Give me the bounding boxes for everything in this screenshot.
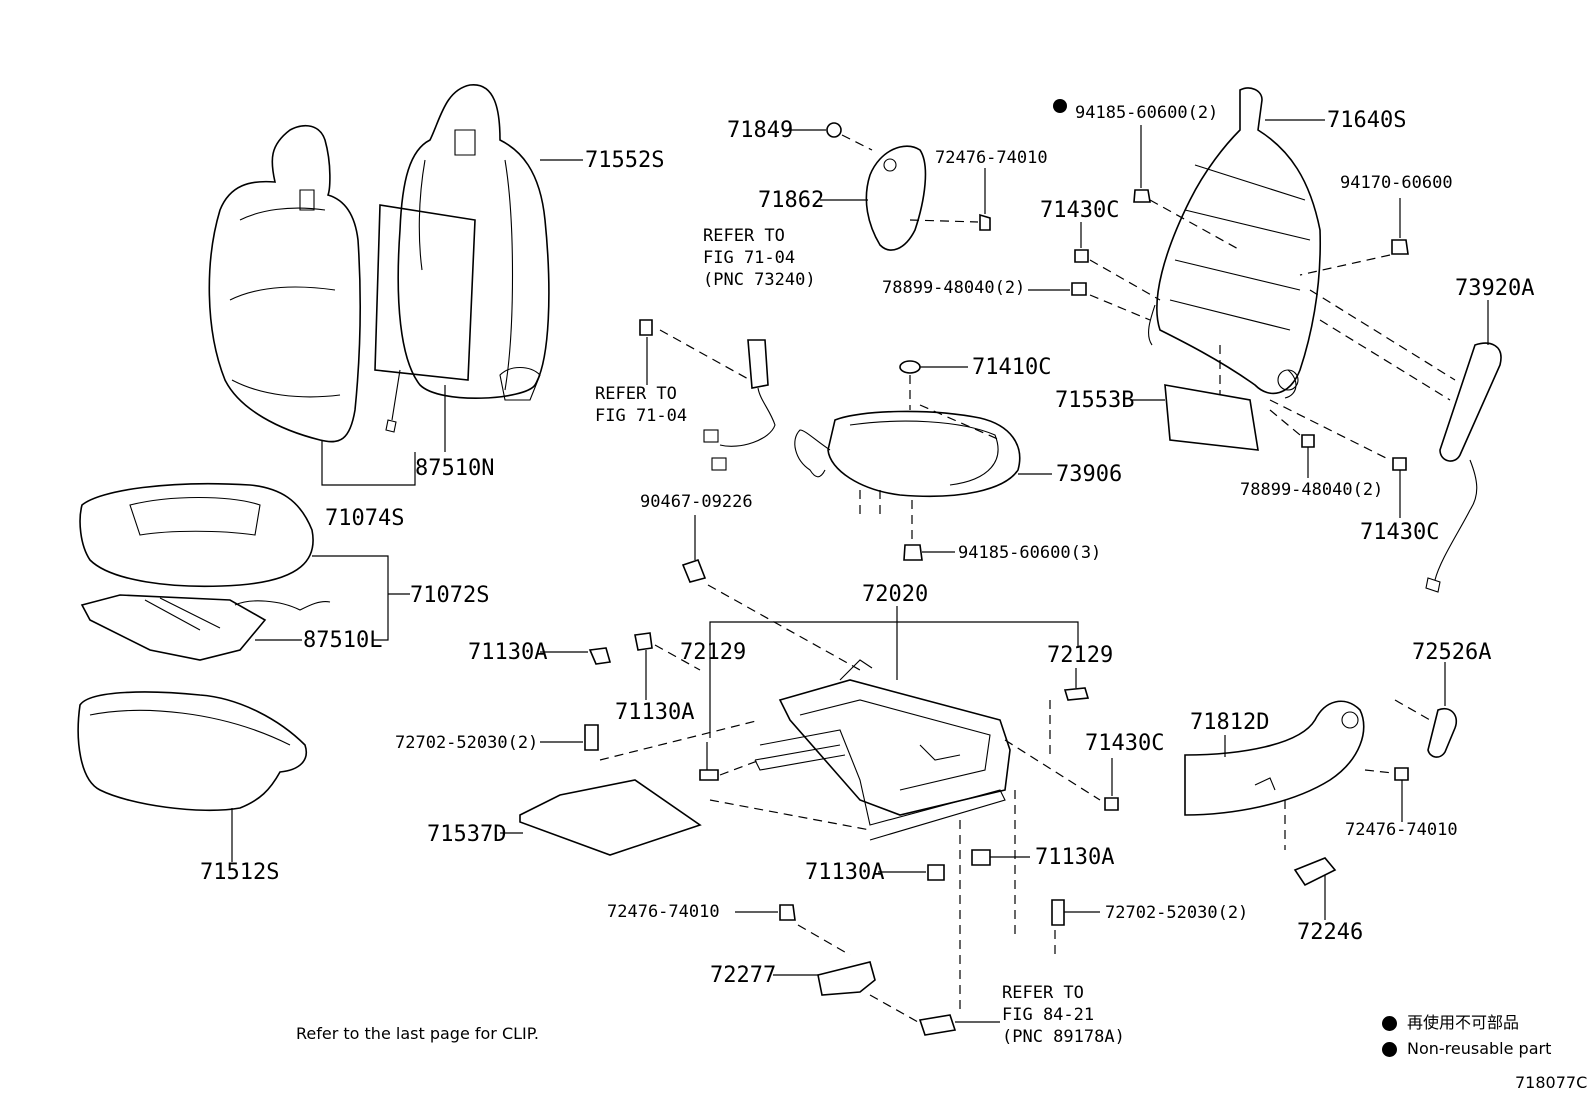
- figure-id: 718077C: [1515, 1073, 1588, 1092]
- label-72476-74010-top: 72476-74010: [935, 148, 1048, 168]
- knob-72526A: [1427, 708, 1457, 758]
- bracket-72129-right: [1063, 687, 1090, 701]
- seat-back-frame: [1148, 87, 1322, 399]
- label-73920A: 73920A: [1455, 276, 1535, 301]
- label-87510L: 87510L: [303, 628, 383, 653]
- clip-71130A-d: [971, 849, 991, 866]
- pin-71410C: [899, 360, 921, 374]
- label-71812D: 71812D: [1190, 710, 1270, 735]
- screw-72476-74010-right: [1394, 767, 1409, 781]
- nut-94185-60600-2: [1133, 189, 1151, 203]
- seat-cushion-pad: [77, 691, 307, 812]
- label-72129-right: 72129: [1047, 643, 1114, 668]
- bracket-72129-left: [699, 769, 719, 781]
- clip-90467-09226: [681, 559, 707, 583]
- seat-belt-buckle: [703, 339, 776, 471]
- clip-71130A-c: [927, 864, 945, 881]
- label-71430C-right: 71430C: [1360, 520, 1440, 545]
- leader-71074S: [321, 440, 416, 486]
- label-71430C-mid: 71430C: [1085, 731, 1165, 756]
- label-72020: 72020: [862, 582, 929, 607]
- side-airbag: [1425, 342, 1502, 593]
- refer-fig-71-04: REFER TO FIG 71-04: [595, 384, 688, 426]
- screw-72476-74010-top: [979, 213, 991, 231]
- label-71552S: 71552S: [585, 148, 665, 173]
- label-87510N: 87510N: [415, 456, 495, 481]
- label-71553B: 71553B: [1055, 388, 1135, 413]
- bolt-71430C-mid: [1104, 797, 1119, 811]
- legend-en-text: Non-reusable part: [1407, 1039, 1552, 1058]
- label-94170-60600: 94170-60600: [1340, 173, 1453, 193]
- refer-fig-84-21-pnc-89178a: REFER TO FIG 84-21 (PNC 89178A): [1002, 983, 1125, 1047]
- label-71512S: 71512S: [200, 860, 280, 885]
- seat-side-shield: [1184, 700, 1365, 816]
- label-72702-52030-left: 72702-52030(2): [395, 733, 539, 753]
- lever-72246: [1293, 857, 1337, 887]
- label-71074S: 71074S: [325, 506, 405, 531]
- legend-jp-text: 再使用不可部品: [1407, 1013, 1520, 1032]
- label-90467-09226: 90467-09226: [640, 492, 753, 512]
- seat-back-heater-pad: [374, 204, 476, 433]
- seat-back-cover-rear: [397, 84, 550, 401]
- label-94185-60600-2: 94185-60600(2): [1075, 103, 1219, 123]
- leader-71072S: [312, 555, 389, 641]
- seat-cushion-heater-pad: [80, 594, 331, 661]
- bolt-72702-52030-left: [584, 724, 599, 751]
- label-78899-48040-2a: 78899-48040(2): [882, 278, 1026, 298]
- cushion-frame-pan: [794, 410, 1021, 498]
- clip-note: Refer to the last page for CLIP.: [296, 1024, 539, 1043]
- label-71430C-top: 71430C: [1040, 198, 1120, 223]
- nut-94170-60600: [1391, 239, 1409, 255]
- label-71130A-a: 71130A: [468, 640, 548, 665]
- label-72476-74010-right: 72476-74010: [1345, 820, 1458, 840]
- seat-cushion-cover: [79, 482, 314, 588]
- label-71537D: 71537D: [427, 822, 507, 847]
- non-reusable-marker-94185: [1053, 99, 1067, 113]
- label-72702-52030-right: 72702-52030(2): [1105, 903, 1249, 923]
- label-71072S: 71072S: [410, 583, 490, 608]
- bolt-71430C-right: [1392, 457, 1407, 471]
- bolt-72702-52030-right: [1051, 899, 1065, 926]
- label-71849: 71849: [727, 118, 794, 143]
- non-reusable-dot-icon: [1382, 1015, 1397, 1031]
- cover-72277: [817, 961, 876, 996]
- label-71130A-d: 71130A: [805, 860, 885, 885]
- label-72277: 72277: [710, 963, 777, 988]
- clip-71130A-a: [588, 647, 612, 665]
- label-72246: 72246: [1297, 920, 1364, 945]
- label-72476-74010-bottom: 72476-74010: [607, 902, 720, 922]
- screw-72476-74010-bottom: [779, 904, 796, 921]
- seat-back-cover-front: [208, 124, 361, 443]
- adjuster-cover-71537D: [519, 779, 702, 856]
- nut-94185-60600-3: [903, 544, 923, 561]
- label-72129-left: 72129: [680, 640, 747, 665]
- label-71130A-c: 71130A: [1035, 845, 1115, 870]
- label-78899-48040-2b: 78899-48040(2): [1240, 480, 1384, 500]
- non-reusable-dot-icon: [1053, 99, 1067, 113]
- label-94185-60600-3: 94185-60600(3): [958, 543, 1102, 563]
- connector-89178A: [918, 1014, 957, 1036]
- label-71862: 71862: [758, 188, 825, 213]
- seat-adjuster-frame: [754, 659, 1011, 841]
- bolt-78899-48040-b: [1301, 434, 1315, 448]
- non-reusable-dot-icon: [1382, 1041, 1397, 1057]
- label-71640S: 71640S: [1327, 108, 1407, 133]
- legend-jp: 再使用不可部品: [1382, 1015, 1519, 1031]
- back-board-71553B: [1164, 384, 1259, 451]
- bolt-buckle: [639, 319, 653, 336]
- bolt-78899-48040-a: [1071, 282, 1087, 296]
- legend-en: Non-reusable part: [1382, 1041, 1551, 1057]
- label-71410C: 71410C: [972, 355, 1052, 380]
- leader-72020-bracket: [709, 621, 1079, 738]
- bolt-71430C-top: [1074, 249, 1089, 263]
- recliner-cover: [865, 145, 927, 251]
- label-73906: 73906: [1056, 462, 1123, 487]
- refer-fig-71-04-pnc-73240: REFER TO FIG 71-04 (PNC 73240): [703, 226, 816, 290]
- label-71130A-b: 71130A: [615, 700, 695, 725]
- label-72526A: 72526A: [1412, 640, 1492, 665]
- clip-71849: [826, 122, 842, 138]
- clip-71130A-b: [634, 632, 653, 651]
